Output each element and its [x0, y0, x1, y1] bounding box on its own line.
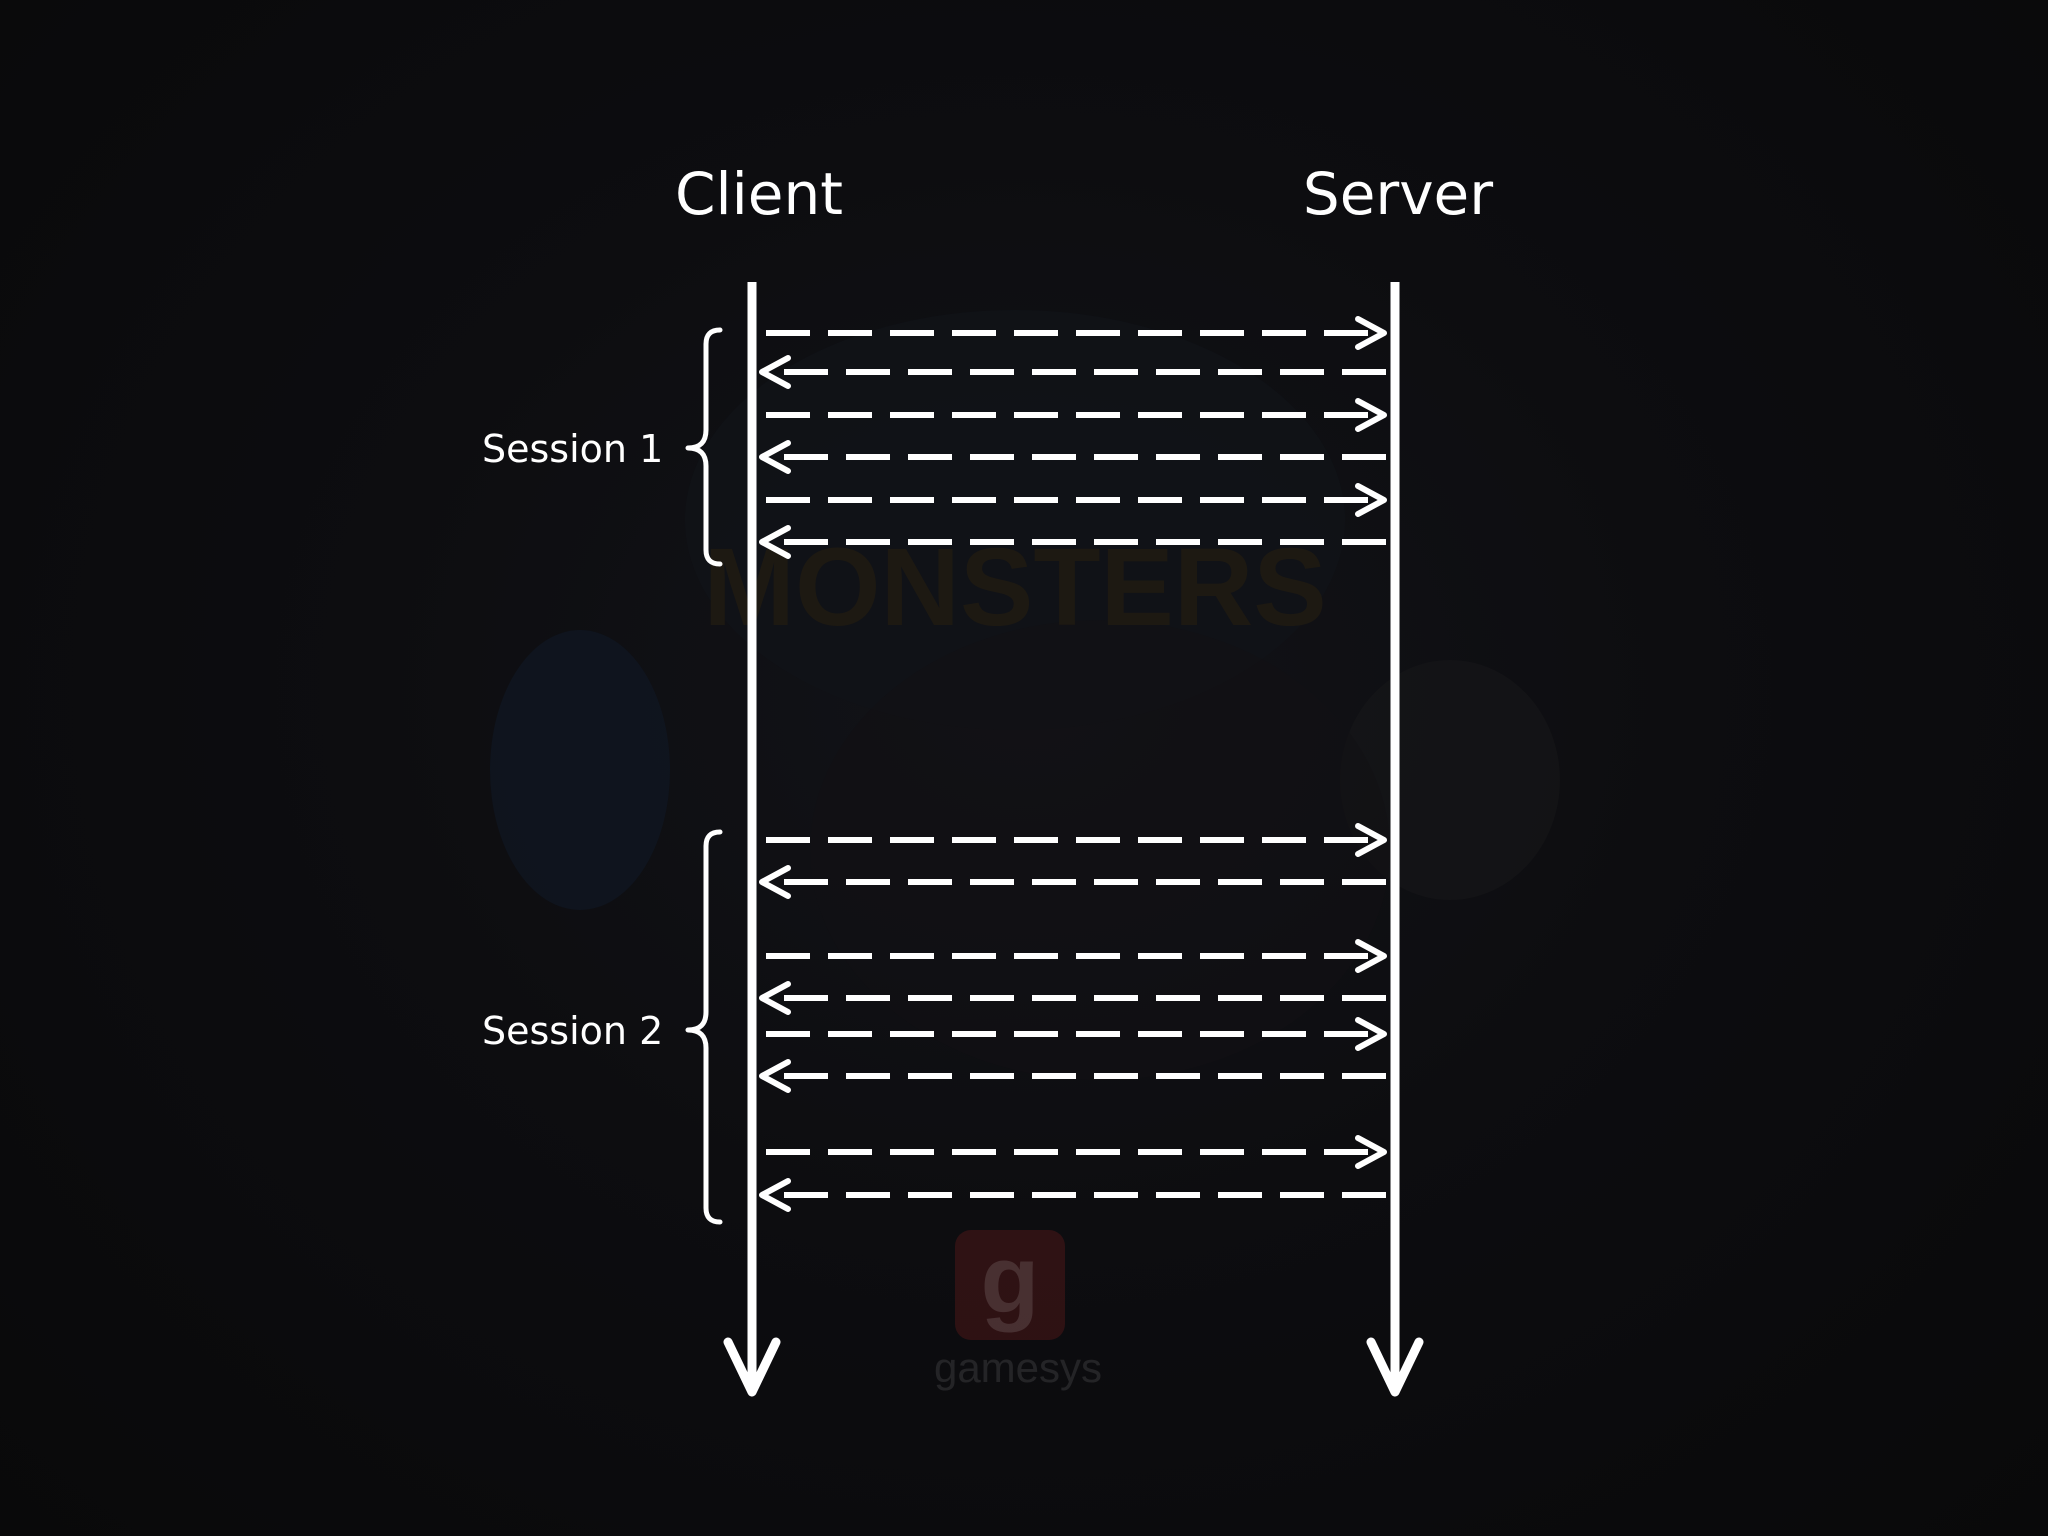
message-arrows: [759, 316, 1387, 1212]
message-arrow-to-server: [766, 939, 1387, 973]
message-arrow-to-client: [759, 355, 1386, 389]
message-arrow-to-server: [766, 823, 1387, 857]
message-arrow-to-client: [759, 865, 1386, 899]
message-arrow-to-client: [759, 981, 1386, 1015]
message-arrow-to-client: [759, 1178, 1386, 1212]
client-lifeline: [723, 282, 781, 1397]
session-1-label: Session 1: [482, 427, 664, 471]
session-2-label: Session 2: [482, 1009, 664, 1053]
server-lifeline: [1366, 282, 1424, 1397]
session-2-brace: [685, 829, 723, 1225]
message-arrow-to-server: [766, 398, 1387, 432]
client-title: Client: [675, 160, 843, 228]
server-title: Server: [1302, 160, 1494, 228]
message-arrow-to-server: [766, 316, 1387, 350]
message-arrow-to-client: [759, 525, 1386, 559]
message-arrow-to-server: [766, 483, 1387, 517]
session-1-brace: [685, 327, 723, 567]
message-arrow-to-server: [766, 1135, 1387, 1169]
message-arrow-to-server: [766, 1017, 1387, 1051]
message-arrow-to-client: [759, 440, 1386, 474]
message-arrow-to-client: [759, 1059, 1386, 1093]
